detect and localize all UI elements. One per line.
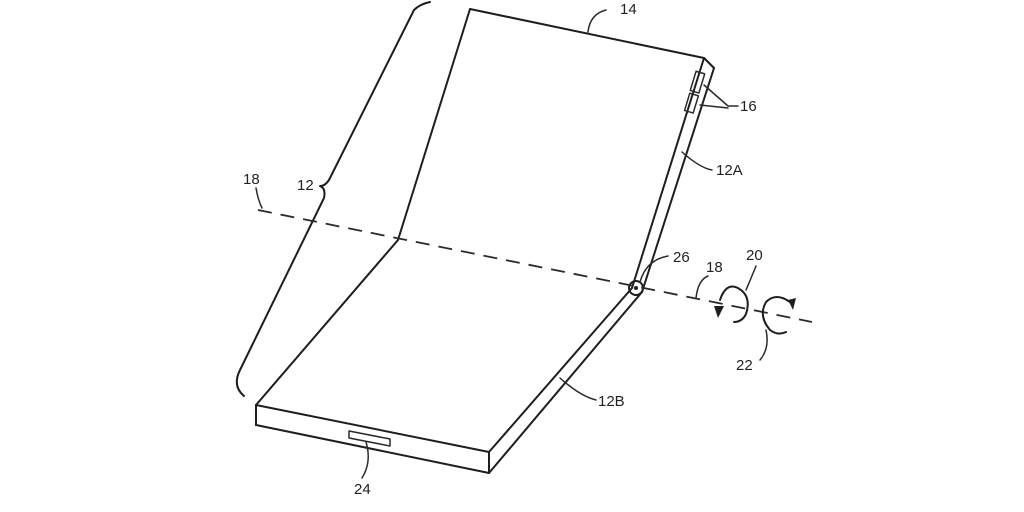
leader-lines (255, 9, 768, 479)
label-12: 12 (297, 177, 314, 194)
rotation-arrow-22 (761, 296, 796, 335)
label-20: 20 (746, 247, 763, 264)
upper-housing (397, 8, 715, 293)
fold-axis-line (257, 209, 813, 323)
lower-housing (255, 239, 643, 474)
rotation-arrow-20 (714, 285, 749, 323)
label-26: 26 (673, 249, 690, 266)
label-12a: 12A (716, 162, 743, 179)
button-icon (683, 92, 700, 114)
label-18-left: 18 (243, 171, 260, 188)
connector-port-icon (348, 430, 391, 447)
button-icon (689, 70, 706, 94)
label-22: 22 (736, 357, 753, 374)
label-14: 14 (620, 1, 637, 18)
label-24: 24 (354, 481, 371, 498)
label-18-right: 18 (706, 259, 723, 276)
label-12b: 12B (598, 393, 625, 410)
brace-12 (235, 1, 431, 397)
label-16: 16 (740, 98, 757, 115)
